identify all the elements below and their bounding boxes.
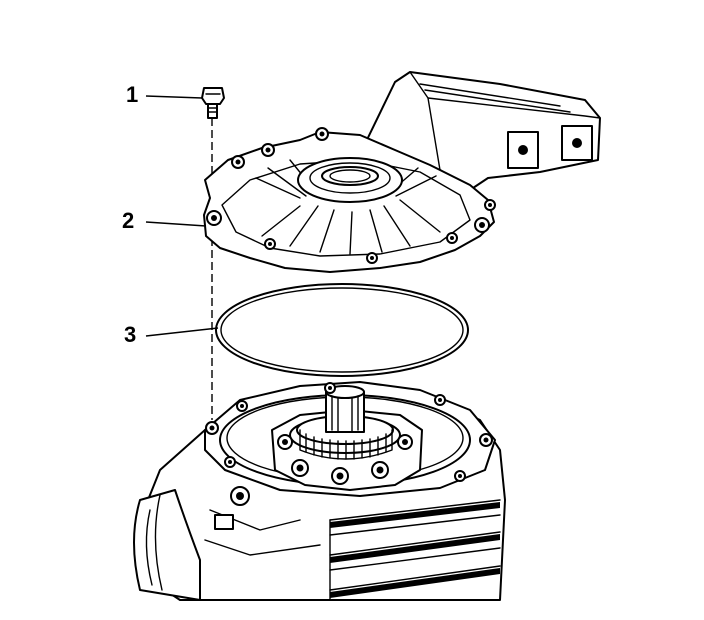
cover-housing	[203, 71, 601, 273]
leader-line-2	[145, 221, 207, 227]
leader-line-3	[145, 327, 219, 337]
bolt	[201, 87, 225, 119]
seal-ring	[215, 283, 469, 377]
callout-2: 2	[122, 208, 135, 233]
leader-line-1	[145, 95, 203, 99]
callout-3: 3	[124, 322, 137, 347]
transmission-case	[133, 381, 506, 601]
callout-1: 1	[126, 82, 139, 107]
bearing-rollers	[305, 433, 387, 460]
